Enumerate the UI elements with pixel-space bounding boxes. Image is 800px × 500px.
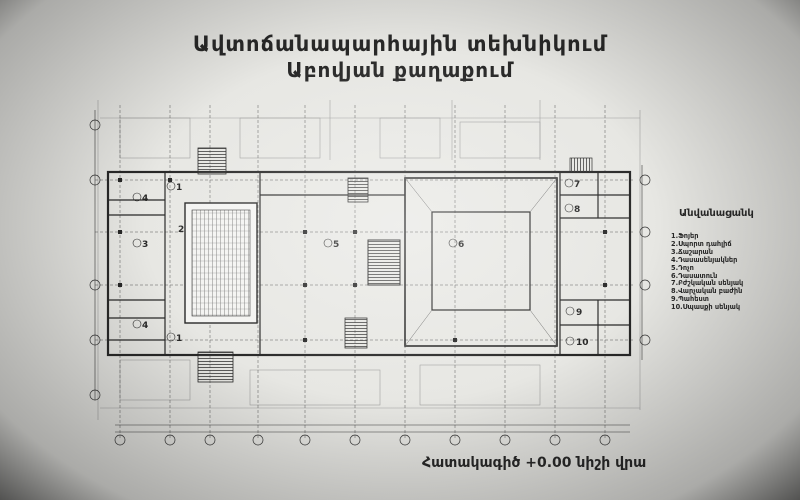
legend-item: 10.Սպասքի սենյակ — [671, 303, 741, 312]
axis-grid — [95, 105, 635, 440]
seating-rows — [191, 209, 251, 317]
south-staircase — [197, 351, 234, 383]
room-label-4a: 4 — [142, 194, 148, 204]
room-label-2: 2 — [178, 225, 184, 235]
central-staircase — [367, 239, 401, 286]
inner-staircase — [344, 317, 368, 349]
central-hall-outer — [404, 177, 558, 347]
east-staircase — [569, 157, 593, 173]
legend: Անվանացանկ 1.Ֆոյեր 2.Սպորտ դահլիճ 3.Ճաշա… — [671, 208, 754, 312]
room-label-4b: 4 — [142, 321, 148, 331]
north-staircase — [197, 147, 227, 175]
room-label-8: 8 — [574, 205, 580, 215]
room-label-1a: 1 — [176, 183, 182, 193]
room-label-9: 9 — [576, 308, 582, 318]
central-hall-inner — [431, 211, 531, 311]
room-label-3: 3 — [142, 240, 148, 250]
legend-list: 1.Ֆոյեր 2.Սպորտ դահլիճ 3.Ճաշարան 4.Դասաս… — [671, 232, 754, 312]
room-label-5: 5 — [333, 240, 339, 250]
legend-title: Անվանացանկ — [679, 208, 754, 219]
room-label-10: 10 — [576, 338, 589, 348]
upper-staircase — [347, 177, 369, 203]
room-label-6: 6 — [458, 240, 464, 250]
plan-caption: Հատակագիծ +0.00 նիշի վրա — [422, 455, 647, 471]
room-label-1b: 1 — [176, 334, 182, 344]
room-label-7: 7 — [574, 180, 580, 190]
